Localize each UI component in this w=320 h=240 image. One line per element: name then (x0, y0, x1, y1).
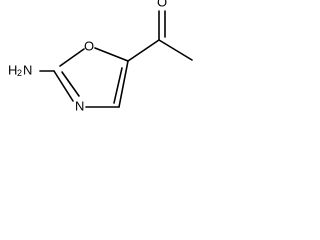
atom-amino-h: H (8, 62, 17, 77)
bond-c5-carbonyl (127, 39, 160, 62)
bond-c5-c4-double (113, 67, 123, 104)
bond-c5-c4 (118, 60, 129, 108)
atom-amino-n: N (23, 62, 32, 77)
atom-amino-subscript: 2 (17, 68, 22, 78)
structure-canvas: O N H 2 N O (0, 0, 200, 126)
bond-o1-c5 (94, 47, 129, 62)
oxazole-structure-diagram: O N H 2 N O (8, 0, 193, 113)
bond-n3-c2 (53, 70, 74, 102)
bond-c2-o1 (59, 48, 85, 67)
atom-ring-oxygen: O (84, 38, 94, 53)
bond-n3-c2-double (61, 71, 80, 97)
atom-carbonyl-oxygen: O (157, 0, 167, 9)
atom-ring-nitrogen: N (75, 98, 84, 113)
bond-carbonyl-methyl (158, 39, 193, 61)
